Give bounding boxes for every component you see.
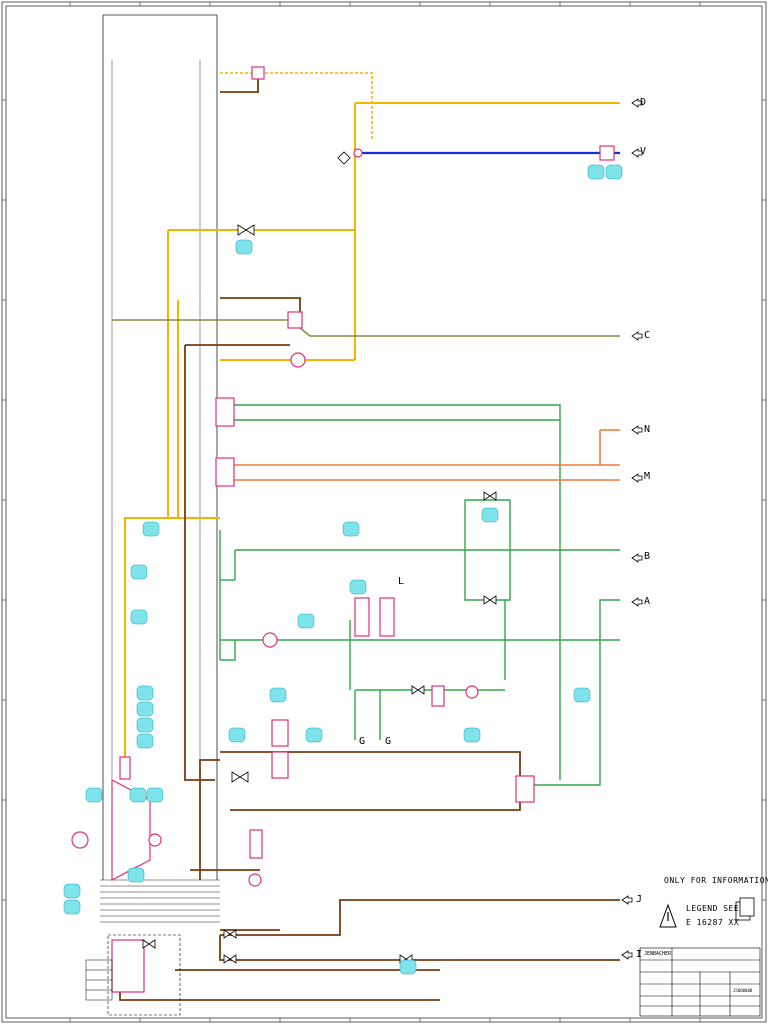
heat-exchanger-1 (215, 397, 235, 427)
oil-valve-5 (142, 939, 156, 949)
oil-lines (119, 73, 620, 1001)
oil-pump-symbol (290, 352, 306, 368)
heat-exchanger-2 (215, 457, 235, 487)
exhaust-valve (237, 224, 255, 236)
title-block (639, 947, 761, 1017)
drawing-number: J5000000 (733, 988, 753, 993)
instrument-tags (63, 164, 623, 975)
oil-cooler-symbol (271, 719, 289, 747)
exhaust-thermocouple-symbol (119, 756, 131, 780)
filter-b-symbol (379, 597, 395, 637)
cooling-lines (219, 404, 620, 786)
engine-pump-symbol (148, 833, 162, 847)
cooling-pump-symbol (262, 632, 278, 648)
connection-n-label: N (644, 424, 651, 435)
reservoir-boundary (107, 934, 181, 1016)
plate-exchanger-symbol (431, 685, 445, 707)
document-stack-icon (735, 897, 755, 921)
legend-line-2: E 16287 XX (686, 918, 740, 927)
module-boundary (102, 14, 218, 880)
turbocharger-symbol (287, 311, 303, 329)
connection-b-label: B (644, 551, 651, 562)
connection-arrows (621, 98, 643, 960)
air-line (112, 319, 620, 337)
cooling-valve-1 (483, 491, 497, 501)
starter-symbol (71, 831, 89, 849)
oil-tank-symbol (249, 829, 263, 859)
gas-safety-valve (337, 151, 351, 165)
info-note: ONLY FOR INFORMATION (664, 876, 768, 885)
connection-d-label: D (640, 97, 647, 108)
connection-j-label: J (636, 894, 643, 905)
warning-icon (659, 903, 677, 928)
circulation-pump-symbol (465, 685, 479, 699)
engine-vertical-lines (111, 60, 201, 880)
reservoir-table (85, 959, 113, 1001)
connection-c-label: C (644, 330, 651, 341)
process-symbols (71, 66, 615, 993)
generator-g2-label: G (385, 736, 392, 747)
connection-v-label: V (640, 146, 647, 157)
legend-line-1: LEGEND SEE (686, 904, 740, 913)
filter-l-label: L (398, 576, 405, 587)
exhaust-dashed-line (220, 72, 373, 140)
module-base-frame (100, 879, 220, 923)
oil-reservoir-symbol (111, 939, 145, 993)
exhaust-lines (124, 102, 620, 775)
cooling-valve-3 (411, 685, 425, 695)
valves (142, 151, 497, 964)
cooling-valve-2 (483, 595, 497, 605)
oil-cooler-2-symbol (271, 751, 289, 779)
company-name: JENBACHER (644, 951, 672, 957)
oil-valve-1 (231, 771, 249, 783)
filter-a-symbol (354, 597, 370, 637)
hot-water-lines (220, 429, 620, 481)
gas-regulator-symbol (353, 148, 363, 158)
connection-i-label: I (636, 949, 643, 960)
connection-m-label: M (644, 471, 651, 482)
oil-valve-3 (223, 954, 237, 964)
generator-g1-label: G (359, 736, 366, 747)
gas-filter-symbol (251, 66, 265, 80)
gas-valve-symbol (599, 145, 615, 161)
connection-a-label: A (644, 596, 651, 607)
oil-transfer-pump-symbol (248, 873, 262, 887)
heat-exchanger-3 (515, 775, 535, 803)
oil-valve-2 (223, 929, 237, 939)
